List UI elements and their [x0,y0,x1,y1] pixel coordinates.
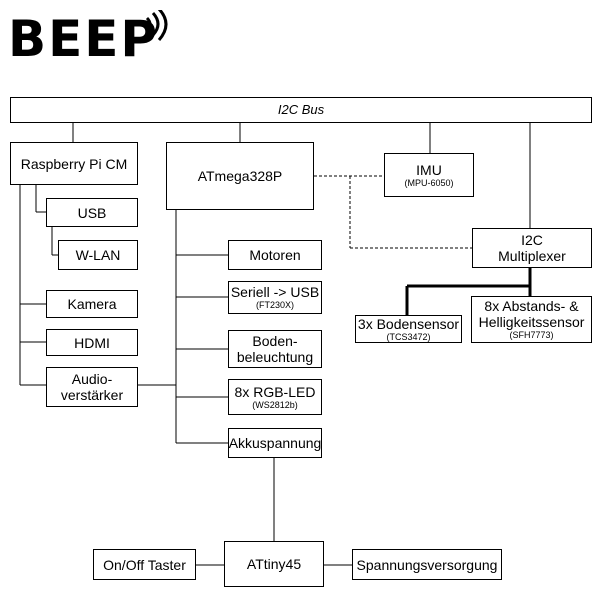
kamera-label: Kamera [67,296,117,312]
wlan-label: W-LAN [75,247,121,263]
taster-label: On/Off Taster [103,556,186,573]
hdmi-label: HDMI [74,334,110,351]
versorgung-label: Spannungsversorgung [356,556,498,573]
beep-logo: BEEP [8,8,168,70]
bodensensor-sub: (TCS3472) [386,331,431,342]
imu-node: IMU (MPU-6050) [384,153,474,197]
bodensensor-node: 3x Bodensensor (TCS3472) [355,315,462,343]
attiny-node: ATtiny45 [224,541,324,587]
rgb-sub: (WS2812b) [252,399,298,410]
seriell-label: Seriell -> USB [230,284,320,300]
onoff-taster-node: On/Off Taster [93,549,196,580]
abstand-label-line1: 8x Abstands- & [484,298,579,314]
imu-sub: (MPU-6050) [404,177,454,188]
seriell-sub: (FT230X) [255,300,294,310]
atmega-label: ATmega328P [197,168,283,184]
bodensensor-label: 3x Bodensensor [357,315,460,332]
mux-label-line2: Multiplexer [498,248,566,264]
i2c-bus-label: I2C Bus [277,102,325,117]
motoren-label: Motoren [249,247,301,263]
audio-verstaerker-node: Audio- verstärker [46,367,138,407]
akkuspannung-node: Akkuspannung [228,428,322,458]
mux-label-line1: I2C [521,232,543,248]
wlan-node: W-LAN [58,240,138,270]
bodenbeleuchtung-node: Boden- beleuchtung [228,330,322,368]
imu-label: IMU [416,161,442,178]
boden-label-line2: beleuchtung [236,349,314,365]
atmega-node: ATmega328P [166,142,314,210]
abstand-label-line2: Helligkeitssensor [478,314,585,330]
i2c-bus: I2C Bus [10,97,592,123]
usb-label: USB [77,204,107,221]
logo-text: BEEP [8,10,160,68]
usb-node: USB [46,198,138,227]
abstand-sub: (SFH7773) [509,330,554,340]
hdmi-node: HDMI [46,329,138,356]
raspberry-pi-label: Raspberry Pi CM [20,155,128,172]
boden-label-line1: Boden- [252,333,298,349]
motoren-node: Motoren [228,240,322,270]
seriell-usb-node: Seriell -> USB (FT230X) [228,281,322,314]
rgb-label: 8x RGB-LED [234,383,316,400]
rgb-led-node: 8x RGB-LED (WS2812b) [228,379,322,415]
akku-label: Akkuspannung [228,435,322,451]
spannungsversorgung-node: Spannungsversorgung [352,549,502,580]
abstandssensor-node: 8x Abstands- & Helligkeitssensor (SFH777… [471,296,592,343]
kamera-node: Kamera [46,290,138,318]
attiny-label: ATtiny45 [246,556,302,572]
wifi-signal-icon [145,10,168,41]
audio-label-line2: verstärker [60,387,124,403]
raspberry-pi-node: Raspberry Pi CM [10,142,138,185]
audio-label-line1: Audio- [71,371,113,387]
i2c-multiplexer-node: I2C Multiplexer [472,228,592,268]
